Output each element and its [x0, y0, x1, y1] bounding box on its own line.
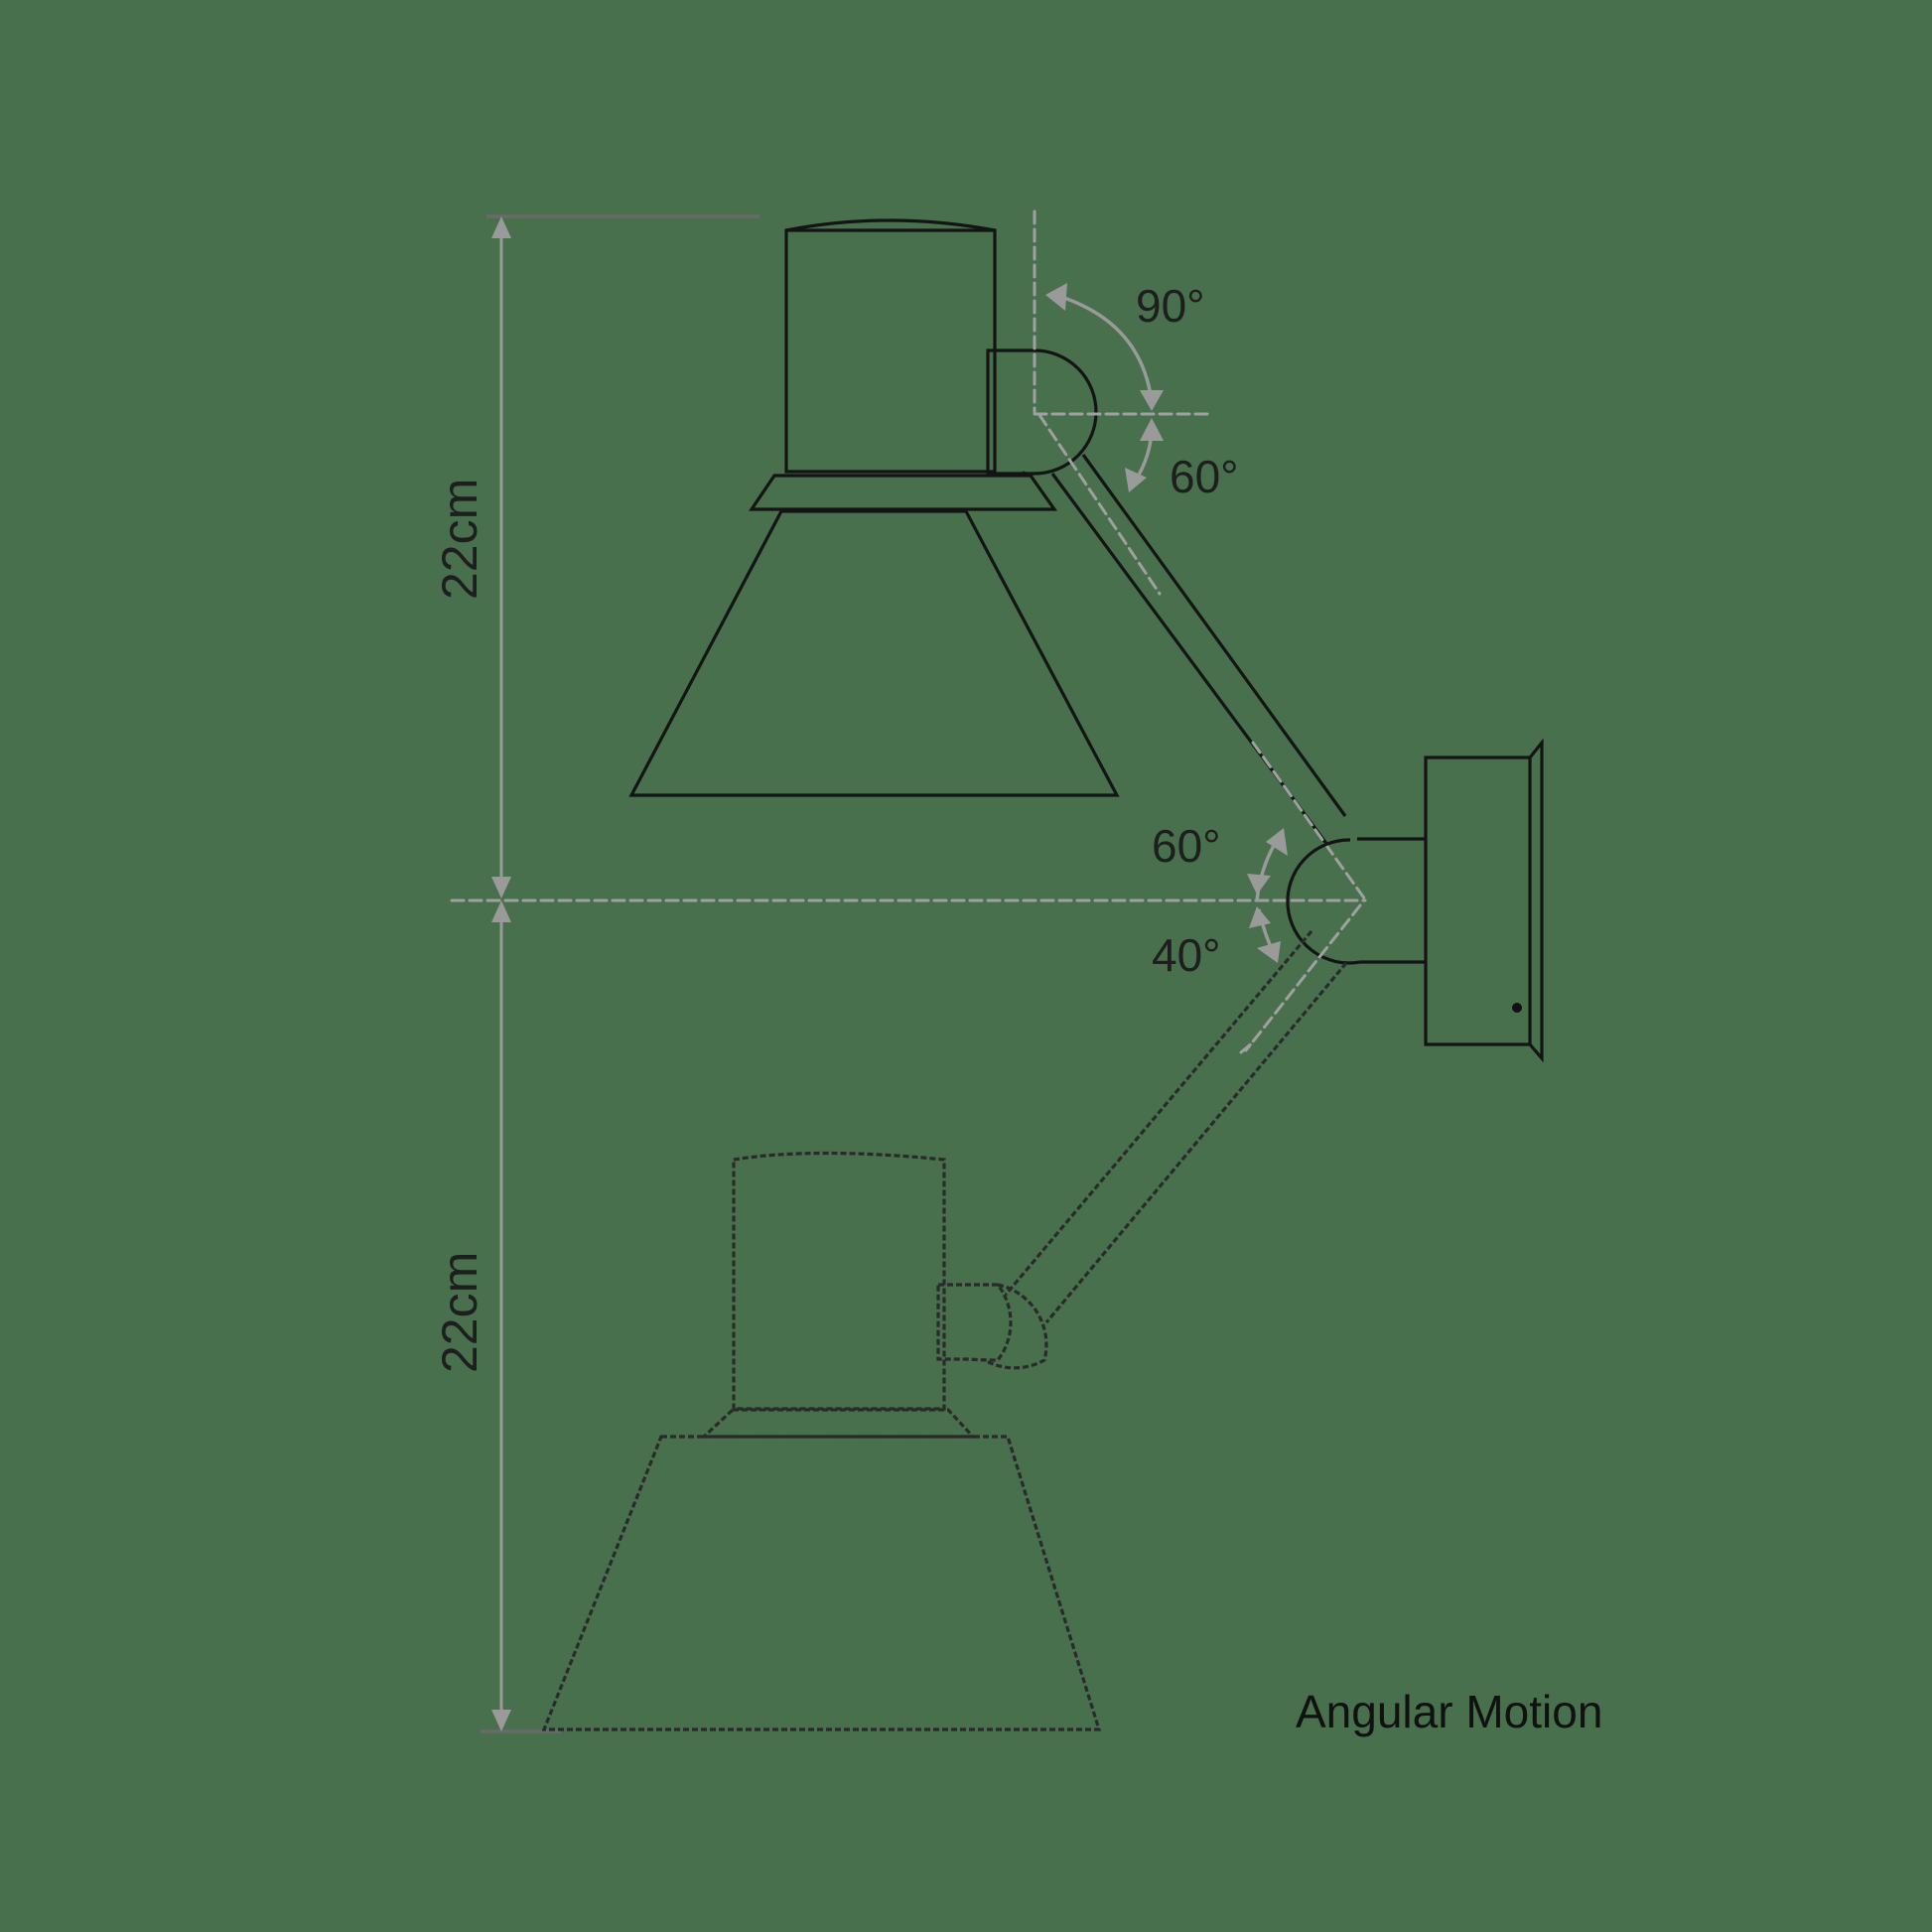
arrow-icon: [1045, 283, 1067, 311]
arrow-up-icon: [491, 216, 511, 238]
arm-edge-upper-dashed: [1004, 929, 1313, 1297]
dimension-lines: [481, 214, 759, 1733]
head-down-angle-label: 60°: [1170, 451, 1239, 502]
arm-edge-lower-dashed: [1044, 961, 1348, 1324]
lowered-head-joint: [936, 1283, 1013, 1362]
lower-dimension-label: 22cm: [432, 1252, 487, 1373]
lowered-head-cylinder: [732, 1151, 946, 1411]
arrow-down-icon: [491, 877, 511, 898]
arm-edge-upper: [1081, 454, 1347, 817]
arrow-down-icon: [491, 1710, 511, 1731]
arm-up-angle-label: 60°: [1152, 820, 1221, 872]
raised-lamp: [628, 218, 1367, 901]
wall-mount: [1286, 738, 1544, 1063]
upper-dimension-label: 22cm: [432, 479, 487, 600]
diagram-caption: Angular Motion: [1296, 1686, 1602, 1737]
arrow-icon: [1140, 390, 1164, 411]
lowered-lamp: [541, 903, 1362, 1731]
arm-center-guide: [1251, 741, 1367, 901]
arrow-icon: [1140, 418, 1164, 441]
lamp-shade: [628, 509, 1120, 797]
wall-plate: [1424, 756, 1532, 1046]
arm-center-guide-dashed: [1244, 903, 1362, 1052]
base-pivot: [1286, 838, 1361, 965]
wall-plate-edge: [1528, 738, 1544, 1063]
arrow-icon: [1125, 468, 1147, 492]
lowered-collar: [699, 1408, 977, 1439]
arrow-up-icon: [491, 900, 511, 922]
arm-edge-lower: [1050, 473, 1329, 846]
screw-icon: [1512, 1003, 1522, 1013]
arm-center-guide: [1037, 413, 1162, 596]
arrow-icon: [1257, 941, 1281, 963]
lamp-head-cylinder: [784, 218, 997, 474]
head-joint: [986, 348, 1098, 476]
arm-down-angle-label: 40°: [1152, 929, 1221, 981]
head-up-angle-label: 90°: [1136, 280, 1205, 332]
arrow-icon: [1266, 828, 1288, 856]
head-up-arc: [1057, 294, 1154, 403]
lowered-shade: [541, 1435, 1102, 1731]
arrow-icon: [1249, 906, 1271, 928]
lamp-collar: [748, 471, 1058, 511]
arrow-icon: [1247, 874, 1271, 895]
angle-indicators: [1033, 209, 1288, 963]
